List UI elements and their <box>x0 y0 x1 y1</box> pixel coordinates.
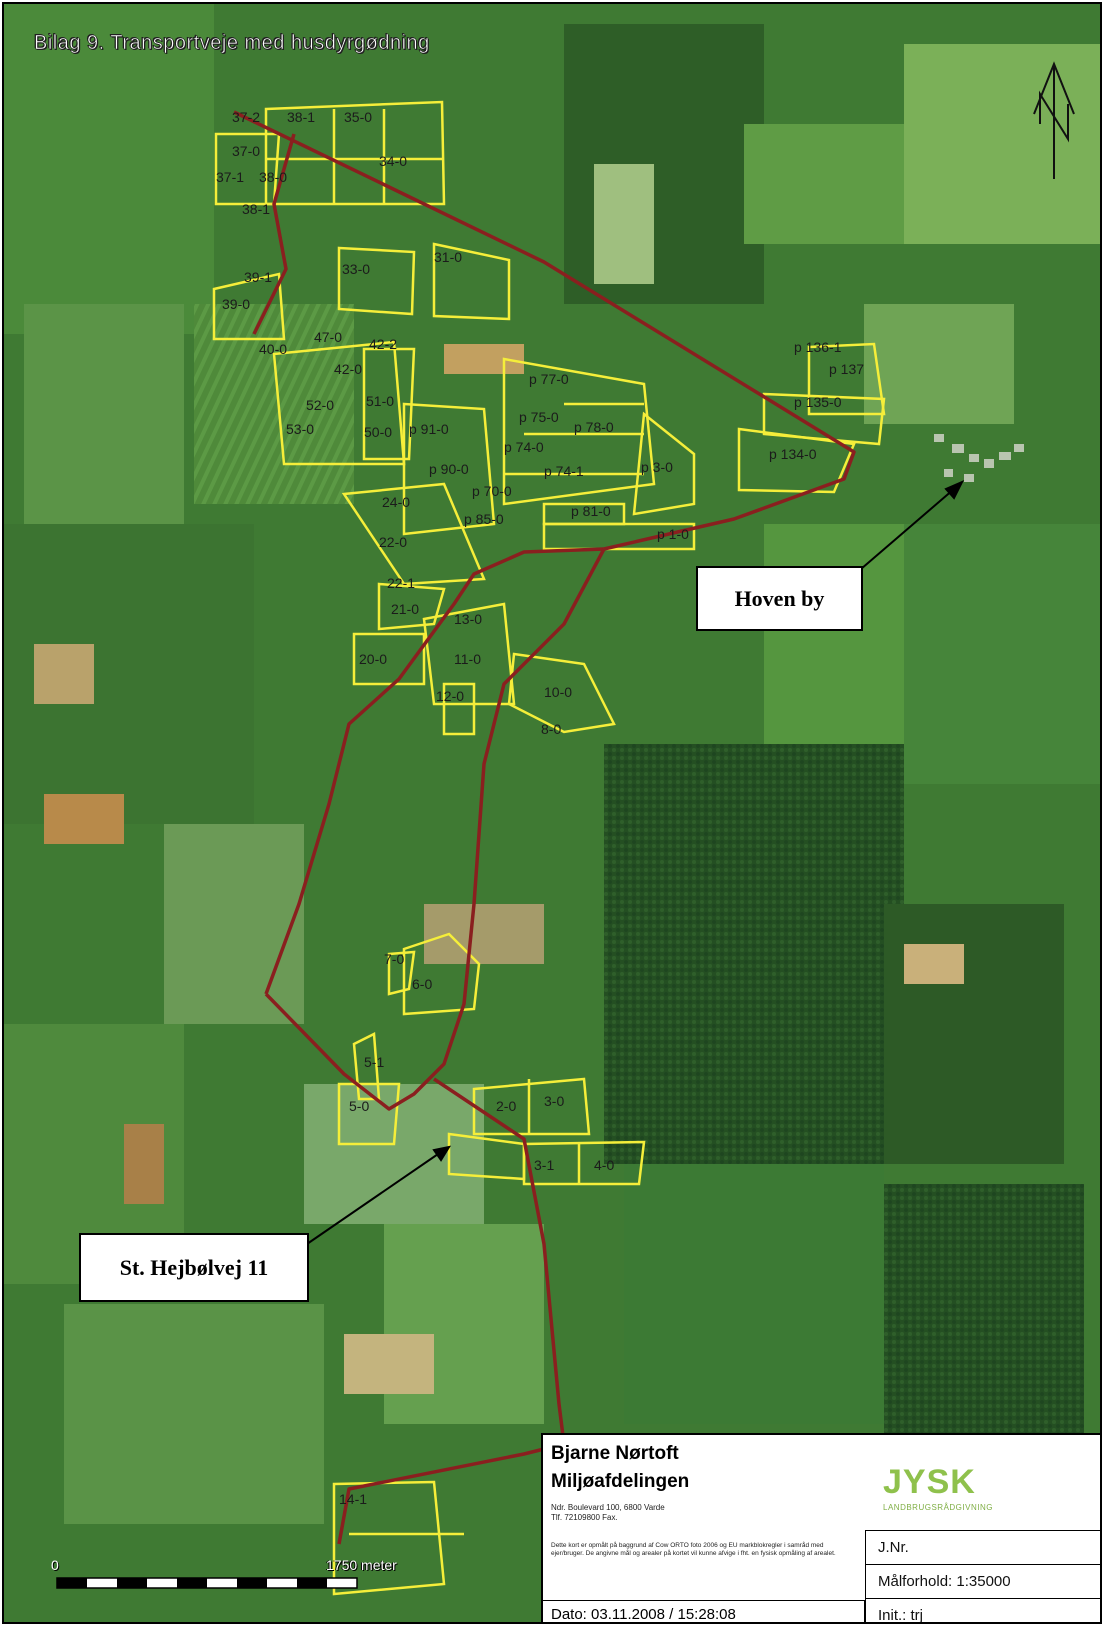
field-label: p 90-0 <box>429 461 469 477</box>
field-label: 22-1 <box>387 575 415 591</box>
field-label: 8-0 <box>541 721 561 737</box>
field-label: 42-0 <box>334 361 362 377</box>
field-label: p 74-0 <box>504 439 544 455</box>
field-label: p 81-0 <box>571 503 611 519</box>
field-label: 3-1 <box>534 1157 554 1173</box>
field-label: 5-0 <box>349 1098 369 1114</box>
field-label: p 3-0 <box>641 459 673 475</box>
field-label: 10-0 <box>544 684 572 700</box>
address-block: Ndr. Boulevard 100, 6800 Varde Tlf. 7210… <box>551 1503 801 1523</box>
field-label: 37-0 <box>232 143 260 159</box>
field-label: p 91-0 <box>409 421 449 437</box>
field-label: 52-0 <box>306 397 334 413</box>
field-label: 2-0 <box>496 1098 516 1114</box>
scale-end-label: 1750 meter <box>326 1557 397 1573</box>
jysk-logo: JYSK <box>883 1463 976 1501</box>
field-label: p 137 <box>829 361 864 377</box>
field-label: 50-0 <box>364 424 392 440</box>
field-label: 5-1 <box>364 1054 384 1070</box>
field-label: 7-0 <box>384 951 404 967</box>
field-label: 39-0 <box>222 296 250 312</box>
field-label: 38-0 <box>259 169 287 185</box>
field-label: 20-0 <box>359 651 387 667</box>
field-label: 42-2 <box>369 336 397 352</box>
scale-bar <box>56 1577 358 1589</box>
field-label: 37-1 <box>216 169 244 185</box>
field-label-layer: 37-2 38-1 35-0 37-0 38-0 37-1 34-0 38-1 31-0 33-0… <box>216 109 864 1507</box>
transport-route <box>233 110 856 1545</box>
callout-st-hejbolvej: St. Hejbølvej 11 <box>79 1233 309 1302</box>
field-label: 38-1 <box>242 201 270 217</box>
field-label: 6-0 <box>412 976 432 992</box>
field-label: 11-0 <box>454 651 481 667</box>
jysk-logo-subtitle: LANDBRUGSRÅDGIVNING <box>883 1503 993 1512</box>
field-label: 13-0 <box>454 611 482 627</box>
field-label: 12-0 <box>436 688 464 704</box>
field-label: p 75-0 <box>519 409 559 425</box>
field-label: 22-0 <box>379 534 407 550</box>
field-label: 14-1 <box>339 1491 367 1507</box>
field-label: p 74-1 <box>544 463 584 479</box>
title-block-divider <box>865 1530 866 1622</box>
field-label: p 1-0 <box>657 526 689 542</box>
field-label: 37-2 <box>232 109 260 125</box>
disclaimer-text: Dette kort er opmålt på baggrund af Cow … <box>551 1542 836 1557</box>
field-label: 24-0 <box>382 494 410 510</box>
hoven-village <box>934 434 1024 482</box>
scale-start-label: 0 <box>51 1557 59 1573</box>
jnr-field: J.Nr. <box>866 1530 1100 1564</box>
field-outlines <box>212 100 886 1596</box>
owner-name: Bjarne Nørtoft <box>551 1443 679 1464</box>
field-label: 40-0 <box>259 341 287 357</box>
aerial-map: 37-2 38-1 35-0 37-0 38-0 37-1 34-0 38-1 31-0 33-0… <box>4 4 1100 1622</box>
field-label: 3-0 <box>544 1093 564 1109</box>
scale-ratio-field: Målforhold: 1:35000 <box>866 1564 1100 1598</box>
address-line: Ndr. Boulevard 100, 6800 Varde <box>551 1503 665 1512</box>
landscape-patches <box>4 4 1100 1524</box>
field-label: p 77-0 <box>529 371 569 387</box>
department-name: Miljøafdelingen <box>551 1471 690 1492</box>
callout-arrows <box>306 479 965 1245</box>
field-label: 53-0 <box>286 421 314 437</box>
field-label: 33-0 <box>342 261 370 277</box>
field-label: 34-0 <box>379 153 407 169</box>
field-label: 21-0 <box>391 601 419 617</box>
field-label: 51-0 <box>366 393 394 409</box>
field-label: p 85-0 <box>464 511 504 527</box>
field-label: 39-1 <box>244 269 272 285</box>
field-label: p 70-0 <box>472 483 512 499</box>
field-label: p 134-0 <box>769 446 817 462</box>
field-label: 38-1 <box>287 109 315 125</box>
field-label: p 135-0 <box>794 394 842 410</box>
field-label: 47-0 <box>314 329 342 345</box>
field-label: 35-0 <box>344 109 372 125</box>
title-block: Bjarne Nørtoft Miljøafdelingen Ndr. Boul… <box>541 1433 1100 1622</box>
map-title: Bilag 9. Transportveje med husdyrgødning <box>34 32 430 55</box>
field-label: p 136-1 <box>794 339 842 355</box>
field-label: p 78-0 <box>574 419 614 435</box>
field-label: 4-0 <box>594 1157 614 1173</box>
north-arrow <box>1033 61 1075 179</box>
field-label: 31-0 <box>434 249 462 265</box>
date-field: Dato: 03.11.2008 / 15:28:08 <box>543 1600 865 1622</box>
phone-line: Tlf. 72109800 Fax. <box>551 1513 618 1522</box>
callout-hoven-by: Hoven by <box>696 566 863 631</box>
initials-field: Init.: trj <box>866 1598 1100 1622</box>
